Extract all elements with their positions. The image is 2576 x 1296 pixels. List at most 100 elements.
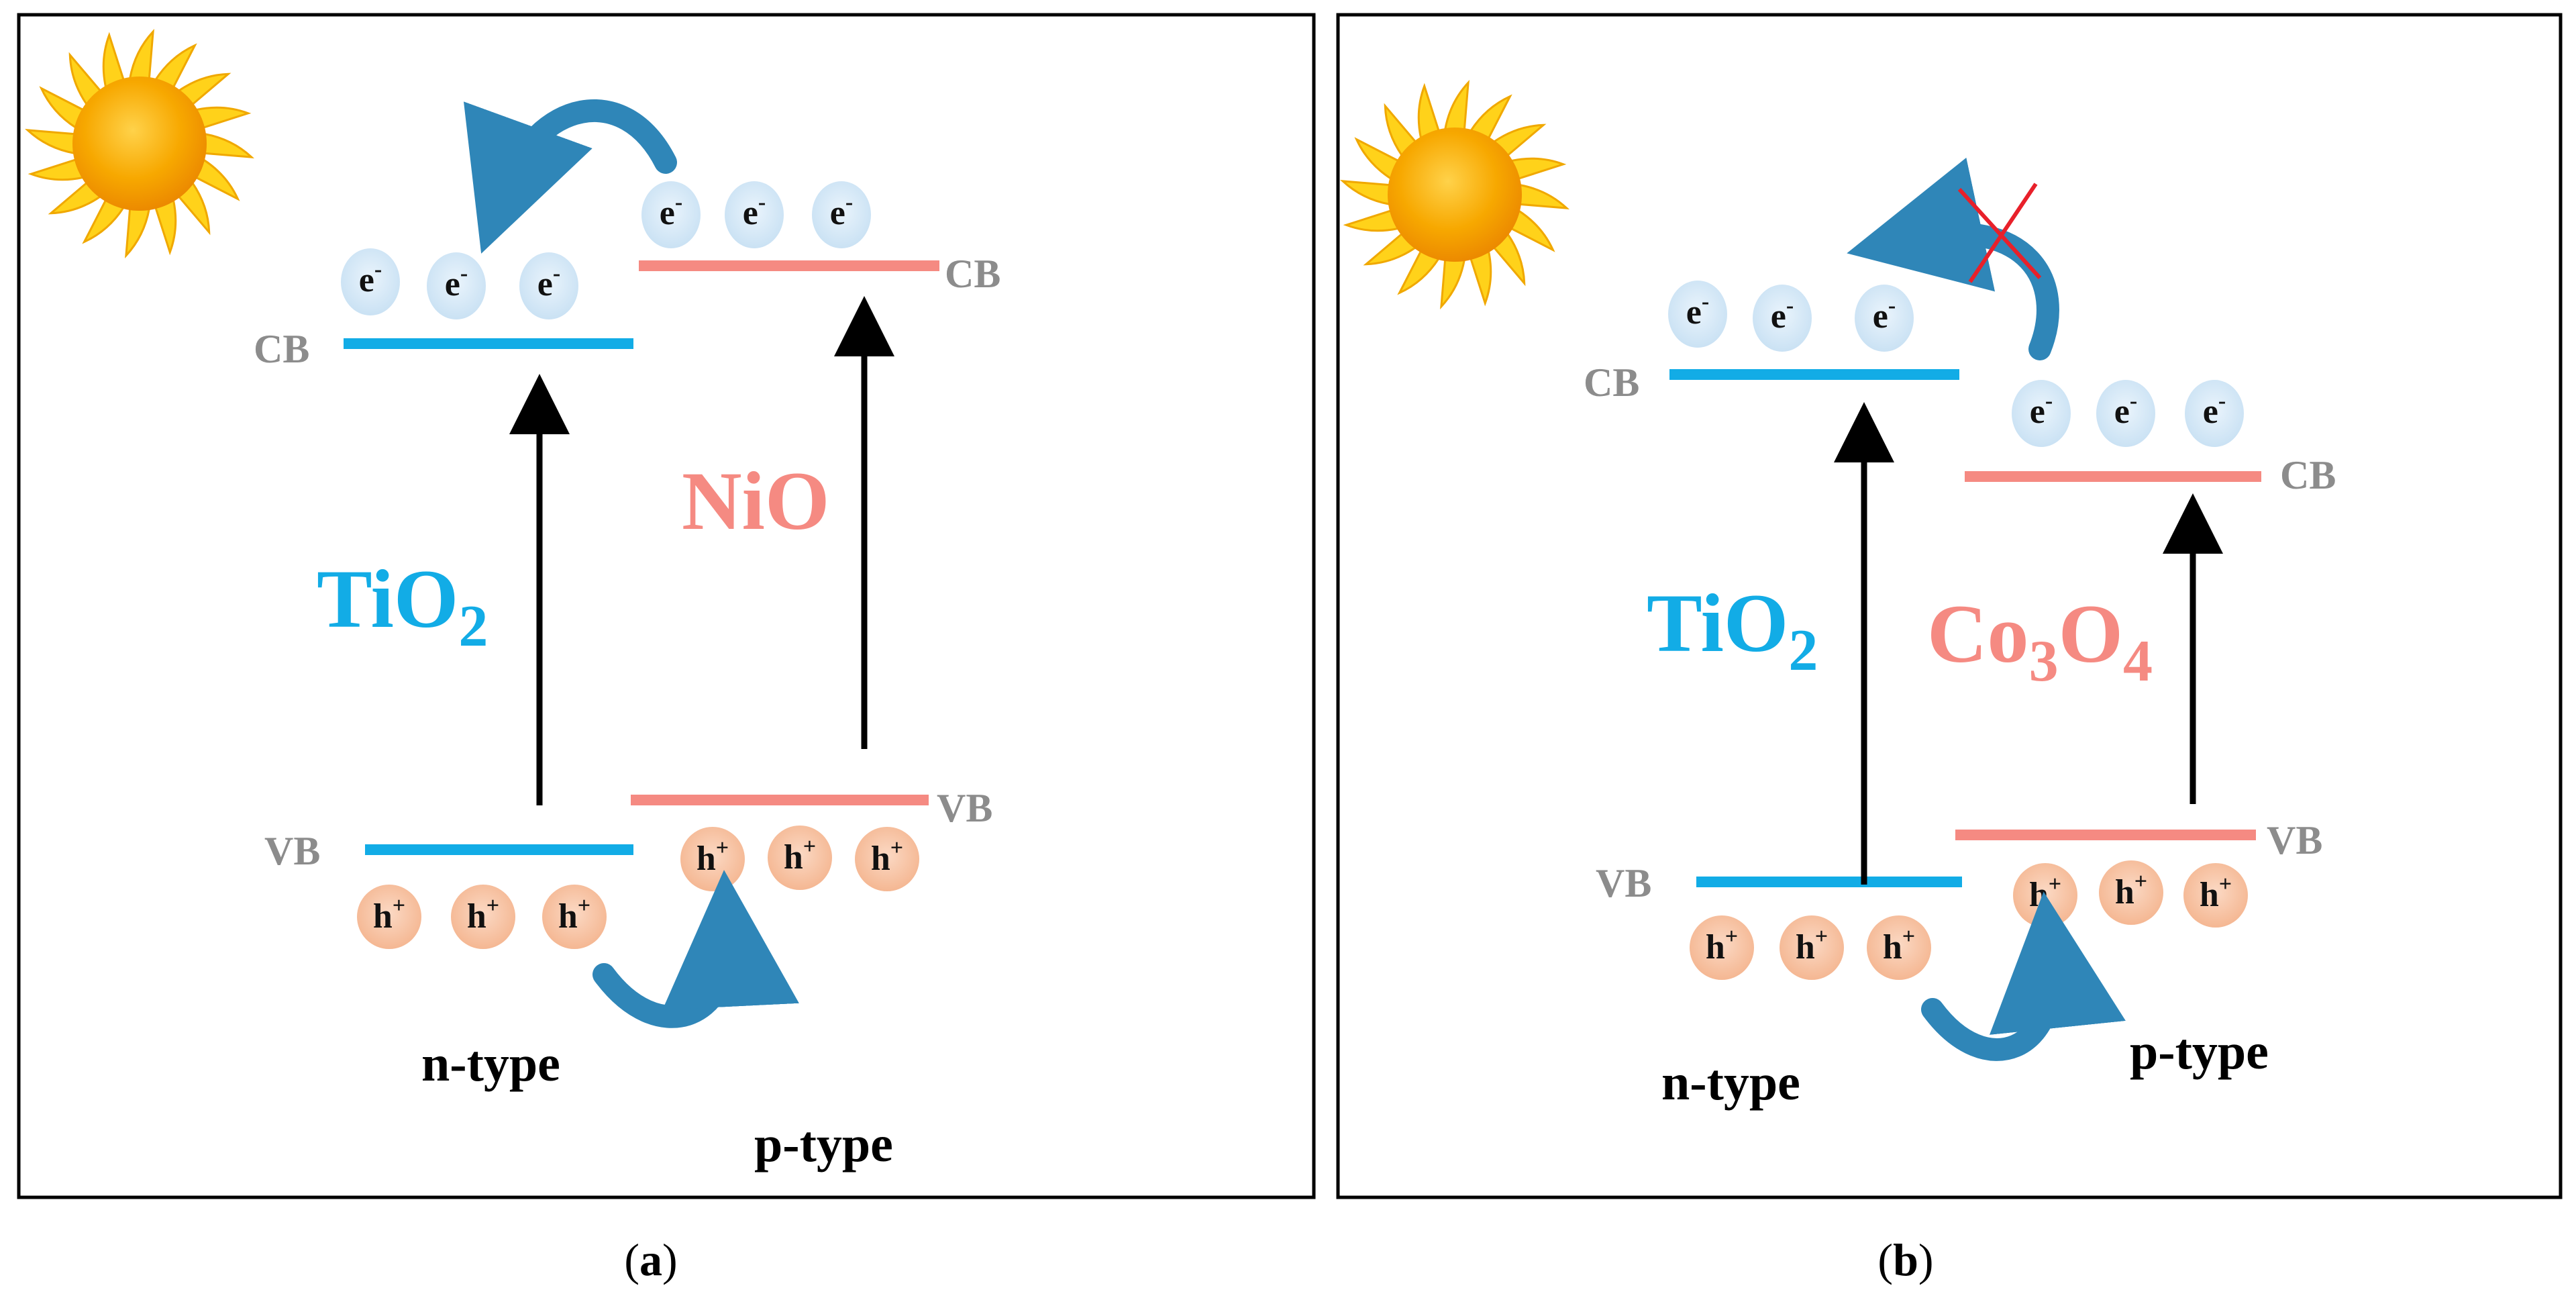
n-type-label: n-type	[421, 1036, 560, 1092]
co3o4-material-label: Co3O4	[1927, 588, 2153, 694]
sun-ray	[102, 32, 125, 89]
tio2-material-label: TiO2	[1647, 577, 1818, 683]
electron-particle: e-	[2185, 380, 2244, 447]
svg-text:h+: h+	[1796, 924, 1828, 966]
tio2-vb-label: VB	[264, 829, 320, 873]
p-type-label: p-type	[2130, 1024, 2269, 1080]
panel-b-frame	[1336, 13, 2563, 1199]
hole-particle: h+	[1780, 915, 1844, 980]
hole-particle: h+	[855, 827, 919, 891]
electron-particle: e-	[641, 181, 701, 248]
hole-particle: h+	[542, 885, 607, 949]
svg-text:h+: h+	[1706, 924, 1738, 966]
svg-text:e-: e-	[1686, 289, 1709, 332]
panel-b: CB VB CB VB TiO2 Co3O4 e- e- e- e- e- e-…	[1336, 13, 2563, 1285]
sun-ray	[1384, 103, 1417, 157]
sun-ray	[48, 181, 102, 215]
svg-text:e-: e-	[2114, 389, 2137, 431]
sun-ray	[195, 158, 240, 201]
sun-ray	[39, 86, 85, 130]
sun-ray	[1440, 258, 1466, 309]
tio2-material-label: TiO2	[317, 553, 488, 659]
sun-ray	[1417, 83, 1441, 140]
sun-icon	[25, 29, 254, 258]
svg-text:h+: h+	[871, 836, 903, 878]
electron-particle: e-	[1855, 285, 1914, 352]
svg-text:h+: h+	[558, 893, 590, 936]
svg-text:h+: h+	[467, 893, 499, 936]
panel-a-caption: (a)	[624, 1234, 677, 1285]
hole-particle: h+	[768, 826, 832, 890]
panel-a: CB VB CB VB TiO2 NiO e- e- e- e- e- e- h…	[17, 13, 1316, 1285]
hole-particle: h+	[1690, 915, 1754, 980]
sun-ray	[25, 129, 76, 155]
sun-ray	[177, 72, 231, 106]
sun-ray	[1469, 94, 1512, 140]
sun-ray	[1492, 123, 1547, 157]
svg-text:h+: h+	[373, 893, 405, 936]
sun-ray	[68, 52, 102, 106]
hole-particle: h+	[1867, 915, 1931, 980]
svg-text:e-: e-	[1771, 293, 1794, 336]
sun-ray	[1397, 250, 1441, 295]
sun-ray	[125, 207, 151, 258]
co3o4-vb-label: VB	[2267, 818, 2322, 862]
electron-particle: e-	[725, 181, 784, 248]
svg-text:e-: e-	[1873, 293, 1896, 336]
svg-text:e-: e-	[2030, 389, 2053, 431]
electron-transfer-arrow	[464, 99, 677, 254]
svg-text:e-: e-	[660, 190, 682, 232]
sun-ray	[1363, 232, 1417, 266]
sun-ray	[128, 29, 154, 80]
nio-material-label: NiO	[682, 455, 829, 547]
electron-particle: e-	[519, 252, 578, 319]
electron-particle: e-	[2096, 380, 2155, 447]
sun-ray	[1492, 232, 1526, 287]
sun-ray	[1343, 209, 1400, 232]
tio2-cb-label: CB	[254, 327, 309, 371]
sun-ray	[1354, 137, 1400, 181]
sun-ray	[177, 181, 211, 236]
hole-transfer-arrow	[593, 870, 799, 1028]
sun-ray	[154, 198, 177, 256]
panel-a-frame	[17, 13, 1316, 1199]
svg-text:e-: e-	[537, 261, 560, 303]
sun-ray	[1340, 180, 1391, 206]
electron-particle: e-	[341, 248, 400, 315]
sun-ray	[28, 158, 85, 181]
hole-particle: h+	[2183, 863, 2248, 928]
electron-transfer-arrow	[1847, 157, 2059, 360]
cross-icon	[1957, 183, 2042, 283]
n-type-label: n-type	[1661, 1054, 1800, 1111]
co3o4-cb-label: CB	[2280, 453, 2336, 497]
tio2-vb-label: VB	[1596, 861, 1651, 905]
sun-ray	[1518, 183, 1569, 209]
electron-particle: e-	[812, 181, 871, 248]
hole-particle: h+	[357, 885, 421, 949]
svg-text:h+: h+	[2200, 872, 2232, 914]
svg-text:e-: e-	[830, 190, 853, 232]
sun-ray	[203, 132, 254, 158]
sun-ray	[1469, 249, 1492, 307]
svg-text:e-: e-	[359, 257, 382, 299]
svg-text:e-: e-	[445, 261, 468, 303]
nio-cb-label: CB	[945, 252, 1000, 296]
sun-ray	[154, 43, 197, 89]
sun-ray	[1510, 209, 1555, 252]
svg-text:e-: e-	[743, 190, 766, 232]
sun-ray	[1509, 157, 1567, 181]
sun-icon	[1340, 80, 1569, 309]
electron-particle: e-	[1753, 285, 1812, 352]
panel-b-caption: (b)	[1877, 1234, 1933, 1285]
p-type-label: p-type	[754, 1116, 893, 1173]
sun-ray	[1443, 80, 1470, 131]
tio2-cb-label: CB	[1584, 360, 1639, 405]
nio-vb-label: VB	[937, 786, 992, 830]
svg-text:e-: e-	[2203, 389, 2226, 431]
electron-particle: e-	[427, 252, 486, 319]
hole-particle: h+	[2099, 860, 2163, 925]
sun-ray	[82, 199, 125, 244]
electron-particle: e-	[2012, 380, 2071, 447]
hole-particle: h+	[451, 885, 515, 949]
hole-transfer-arrow	[1921, 891, 2126, 1061]
